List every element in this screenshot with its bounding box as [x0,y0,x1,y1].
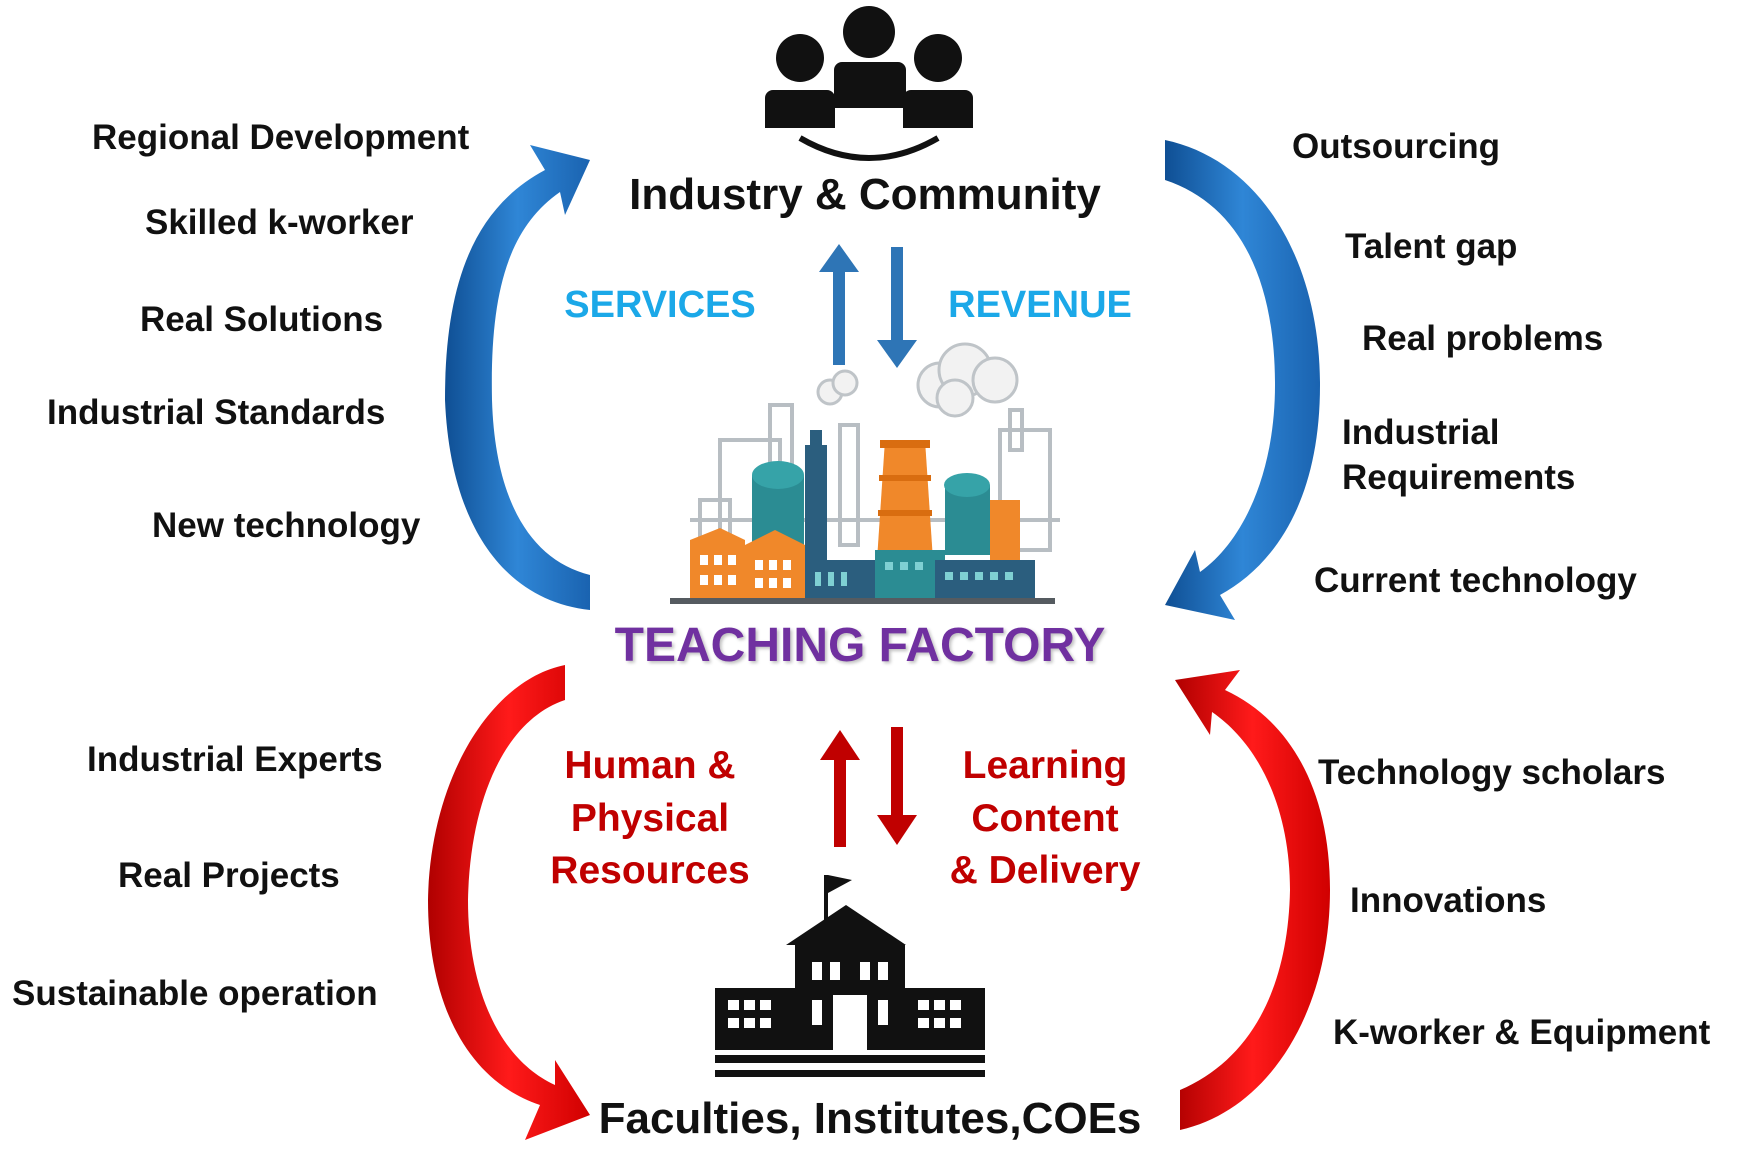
right-top-item: Real problems [1362,319,1604,358]
right-bottom-item: Innovations [1350,881,1547,920]
left-top-item: Real Solutions [140,300,384,339]
human-resources-line-2: Physical [570,796,730,840]
factory-icon [670,342,1060,604]
learning-down-arrow [877,727,917,845]
left-top-item: Skilled k-worker [145,203,414,242]
left-bottom-item: Sustainable operation [12,974,378,1013]
human-resources-line-3: Resources [550,849,750,893]
human-resources-line-1: Human & [564,744,736,787]
node-teaching-factory: TEACHING FACTORY [614,619,1106,672]
people-group-icon [765,6,973,161]
revenue-label: REVENUE [948,284,1132,326]
learning-content-line-1: Learning [962,744,1128,787]
left-top-item: Industrial Standards [47,393,386,432]
learning-content-line-2: Content [971,796,1119,840]
node-industry-community: Industry & Community [629,170,1101,219]
left-top-item: New technology [152,506,421,545]
right-top-item: Requirements [1342,458,1576,497]
curved-arrow-left-top [445,145,590,610]
right-top-item: Current technology [1314,561,1637,600]
learning-content-delivery-label: Learning Content & Delivery [920,740,1170,898]
node-faculties: Faculties, Institutes,COEs [598,1094,1142,1143]
left-bottom-item: Industrial Experts [87,740,383,779]
right-top-item: Industrial [1342,413,1500,452]
curved-arrow-right-top [1165,140,1320,620]
human-physical-resources-label: Human & Physical Resources [520,740,780,898]
right-bottom-item: Technology scholars [1318,753,1666,792]
right-top-item: Outsourcing [1292,127,1501,166]
services-label: SERVICES [564,284,756,326]
learning-content-line-3: & Delivery [949,849,1141,893]
left-top-item: Regional Development [92,118,470,157]
right-top-item: Talent gap [1345,227,1518,266]
revenue-down-arrow [877,247,917,368]
services-up-arrow [819,244,859,365]
right-bottom-item: K-worker & Equipment [1333,1013,1711,1052]
left-bottom-item: Real Projects [118,856,340,895]
resources-up-arrow [820,730,860,847]
school-building-icon [715,875,985,1077]
curved-arrow-right-bottom [1175,670,1330,1130]
curved-arrow-left-bottom [428,665,590,1140]
